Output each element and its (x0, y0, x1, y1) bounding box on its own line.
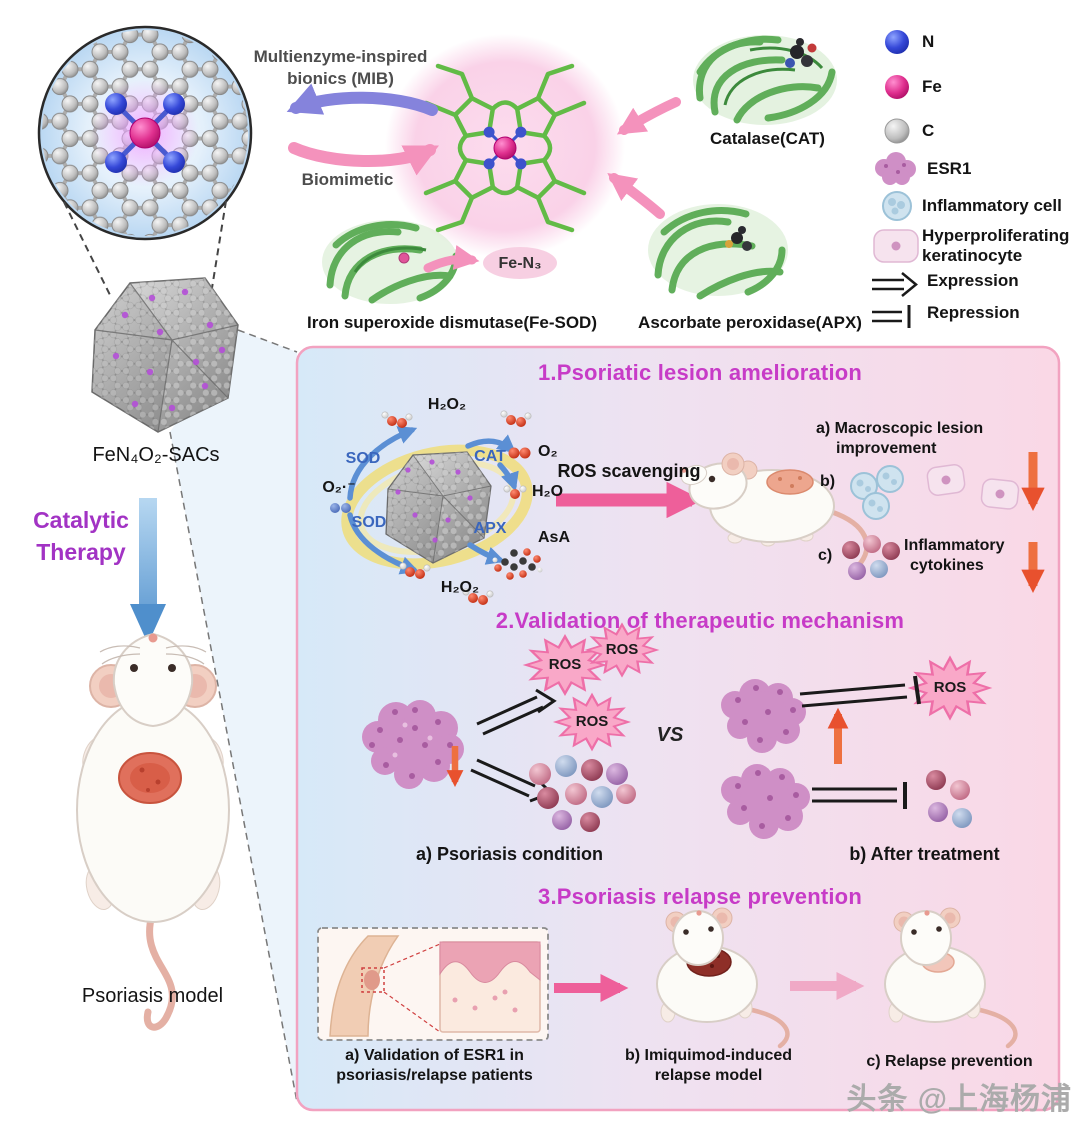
cytokines-label-line2: cytokines (910, 557, 984, 574)
apx-to-porphyrin-arrow (607, 172, 665, 219)
legend-c-label: C (922, 121, 935, 140)
superoxide-label: O₂·⁻ (322, 479, 356, 496)
legend-fe-label: Fe (922, 77, 942, 96)
item-b-label: b) (820, 473, 836, 490)
s3-item-c: c) Relapse prevention (866, 1053, 1033, 1070)
fen4o2-sacs-nanoparticle (91, 277, 239, 433)
ros-scavenging-label: ROS scavenging (557, 461, 701, 481)
cytokine-cluster-a (529, 755, 636, 832)
zoom-beam (169, 329, 298, 1103)
nanozyme-particle (385, 451, 492, 564)
section1-graphics (330, 410, 1045, 606)
legend-expression-label: Expression (927, 271, 1019, 290)
mib-arrow (286, 83, 438, 116)
esr1-icon (875, 152, 916, 185)
h2o-label: H₂O (532, 483, 564, 500)
keratinocyte-cells-icon (926, 464, 1020, 510)
cat-to-porphyrin-arrow (616, 97, 681, 135)
legend-repression-label: Repression (927, 303, 1020, 322)
fesod-to-fen3-arrow (423, 245, 480, 273)
legend-keratinocyte-label-line2: keratinocyte (922, 246, 1023, 265)
section2-title: 2.Validation of therapeutic mechanism (495, 608, 905, 633)
cytokines-label-line1: Inflammatory (904, 537, 1005, 554)
sod-label-bottom: SOD (351, 514, 387, 531)
asa-label: AsA (538, 529, 571, 546)
fen3-pill (483, 247, 557, 279)
biomimetic-label: Biomimetic (301, 170, 394, 189)
sod-label-top: SOD (345, 450, 381, 467)
repression-symbols (799, 675, 921, 809)
legend-keratinocyte-label-line1: Hyperproliferating (922, 226, 1070, 245)
therapy-label-line2: Therapy (36, 539, 126, 565)
ros-burst-label-2: ROS (605, 641, 639, 658)
catalase-label: Catalase(CAT) (710, 129, 825, 148)
section2-graphics (362, 623, 991, 839)
patient-validation-box (317, 927, 549, 1041)
zoom-connector-dashes (63, 200, 227, 296)
repression-icon (872, 305, 911, 328)
relapse-model-mouse (656, 907, 790, 1049)
fesod-label: Iron superoxide dismutase(Fe-SOD) (307, 313, 597, 332)
section3-title: 3.Psoriasis relapse prevention (538, 884, 862, 909)
fe-sphere-icon (885, 75, 909, 99)
keratinocyte-icon (873, 229, 919, 263)
esr1-protein-b1 (721, 679, 806, 753)
catalytic-therapy-arrow (130, 498, 166, 644)
catalase-protein (693, 35, 837, 125)
expression-arrow-icon (872, 272, 918, 297)
cytokine-cluster-b (926, 770, 972, 828)
o2-label: O₂ (538, 443, 558, 460)
legend-n-label: N (922, 32, 935, 51)
item-a-label-line1: a) Macroscopic lesion (816, 420, 984, 437)
s3-item-a-line2: psoriasis/relapse patients (336, 1067, 533, 1084)
ros-burst-label-1: ROS (548, 656, 582, 673)
vs-label: VS (656, 724, 684, 746)
section3-graphics (317, 907, 1018, 1049)
mib-label-line1: Multienzyme-inspired (253, 47, 428, 66)
h2o2-label-top: H₂O₂ (427, 396, 467, 413)
esr1-protein-a (362, 700, 464, 789)
legend-inflammatory-label: Inflammatory cell (922, 196, 1062, 215)
sacs-label: FeN₄O₂-SACs (92, 444, 220, 466)
section1-title: 1.Psoriatic lesion amelioration (537, 360, 863, 385)
s3-item-b-line1: b) Imiquimod-induced (624, 1047, 793, 1064)
ros-burst-label-3: ROS (575, 713, 609, 730)
prevention-mouse (884, 907, 1018, 1049)
therapy-label-line1: Catalytic (33, 507, 129, 533)
watermark: 头条 @上海杨浦 (846, 1083, 1072, 1116)
apx-enzyme-label: APX (473, 520, 507, 537)
biomimetic-arrow (288, 142, 440, 176)
model-label: Psoriasis model (81, 985, 224, 1007)
fen3-label: Fe-N₃ (498, 255, 542, 272)
apx-label: Ascorbate peroxidase(APX) (638, 313, 862, 332)
psoriasis-model-mouse (76, 632, 230, 1031)
n-sphere-icon (885, 30, 909, 54)
cat-label: CAT (474, 448, 506, 465)
h2o2-label-bottom: H₂O₂ (440, 579, 480, 596)
apx-protein (648, 204, 788, 300)
c-sphere-icon (884, 118, 910, 144)
fen4o2-site-zoom (37, 25, 253, 241)
psoriasis-condition-label: a) Psoriasis condition (415, 844, 604, 864)
legend-esr1-label: ESR1 (927, 159, 972, 178)
fe-sod-protein (322, 220, 460, 304)
esr1-protein-b2 (721, 764, 810, 839)
s3-item-a-line1: a) Validation of ESR1 in (345, 1047, 524, 1064)
s3-item-b-line2: relapse model (654, 1067, 763, 1084)
treated-mouse (680, 452, 870, 569)
inflammatory-cells-icon (850, 465, 904, 520)
mib-label-line2: bionics (MIB) (287, 69, 394, 88)
ros-burst-label-4: ROS (933, 679, 967, 696)
after-treatment-label: b) After treatment (849, 844, 1000, 864)
cytokine-spheres-icon (842, 535, 900, 580)
inflammatory-cell-icon (882, 191, 912, 221)
legend-icons (872, 30, 919, 328)
item-c-label: c) (818, 547, 833, 564)
item-a-label-line2: improvement (836, 440, 937, 457)
